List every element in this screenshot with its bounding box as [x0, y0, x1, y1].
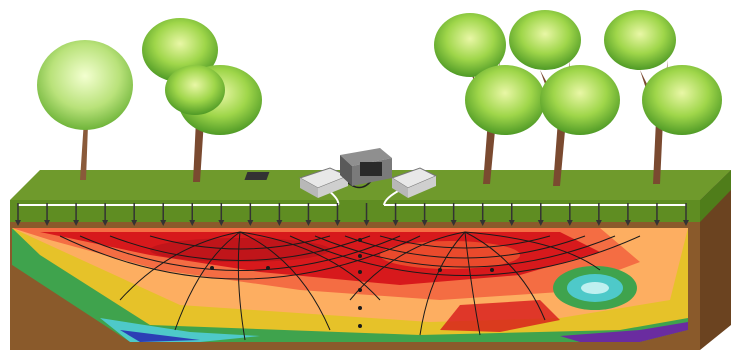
electrode-icon	[595, 203, 602, 226]
grass-side	[700, 170, 731, 222]
electrode-icon	[189, 203, 196, 226]
electrode-icon	[160, 203, 167, 226]
electrode-icon	[683, 203, 689, 226]
resistivity-meter-icon	[340, 148, 392, 186]
electrode-icon	[334, 203, 341, 226]
electrode-icon	[566, 203, 573, 226]
electrode-icon	[421, 203, 428, 226]
electrode-array	[15, 203, 689, 226]
electrode-icon	[15, 203, 21, 226]
electrode-icon	[479, 203, 486, 226]
electrode-icon	[653, 203, 660, 226]
switch-box-icon	[390, 167, 438, 198]
resistivity-section	[12, 228, 688, 342]
electrode-icon	[363, 203, 370, 226]
measurement-points	[210, 238, 494, 328]
electrode-icon	[131, 203, 138, 226]
electrode-icon	[218, 203, 225, 226]
electrode-icon	[276, 203, 283, 226]
tree-icon	[142, 18, 262, 182]
electrode-icon	[305, 203, 312, 226]
grass-top	[10, 170, 731, 200]
electrode-icon	[44, 203, 51, 226]
soil-side	[700, 170, 731, 350]
tree-icon	[434, 13, 545, 184]
electrode-icon	[624, 203, 631, 226]
electrode-icon	[102, 203, 109, 226]
switch-box-icon	[244, 167, 350, 198]
electrode-icon	[537, 203, 544, 226]
tree-icon	[604, 10, 722, 184]
electrode-icon	[450, 203, 457, 226]
electrode-icon	[73, 203, 80, 226]
tree-icon	[509, 10, 620, 186]
current-flow-lines	[59, 231, 641, 341]
tree-icon	[37, 40, 133, 180]
electrode-icon	[508, 203, 515, 226]
electrode-icon	[247, 203, 254, 226]
electrode-icon	[392, 203, 399, 226]
grass-front	[10, 200, 700, 222]
